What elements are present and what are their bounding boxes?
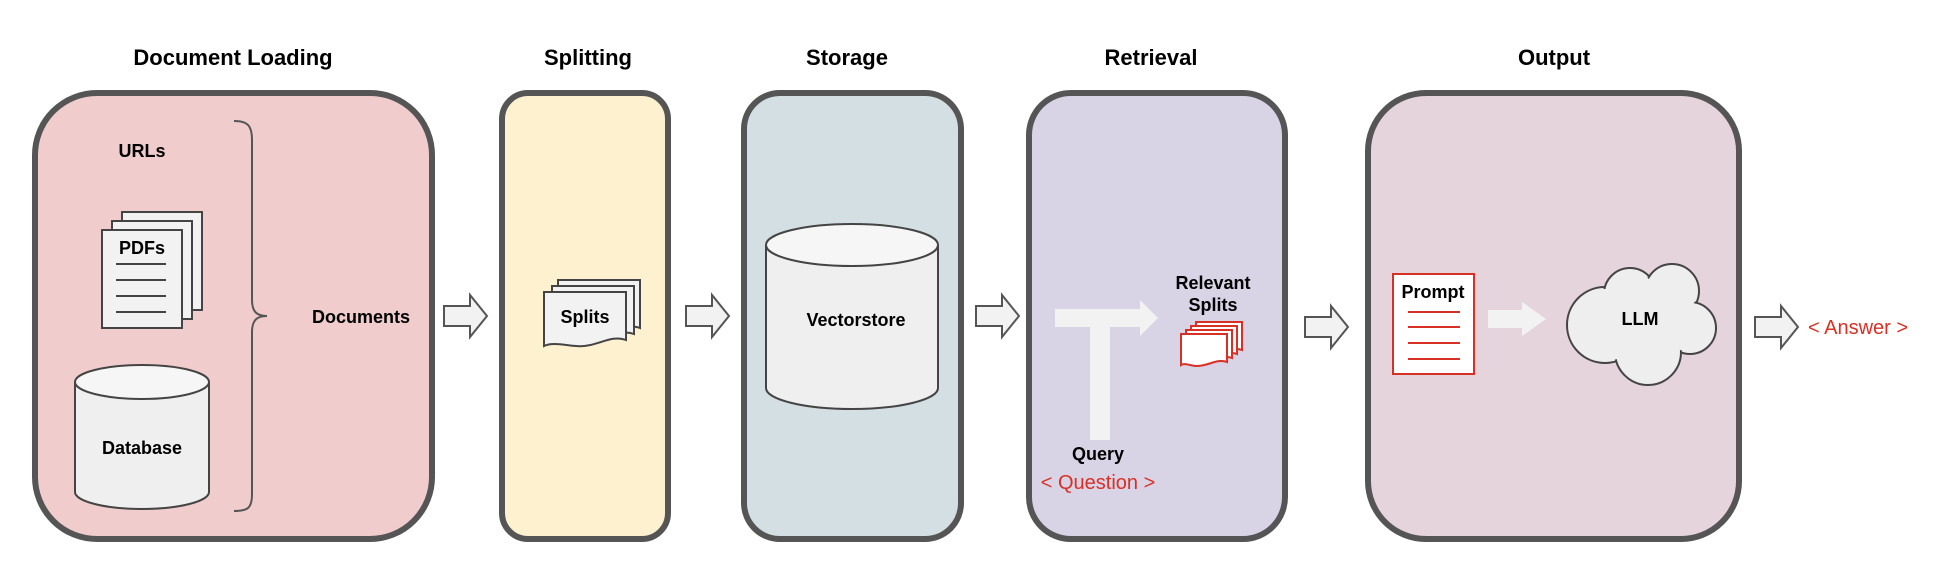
question-placeholder: < Question > bbox=[1041, 472, 1156, 494]
llm-cloud-icon bbox=[1566, 263, 1717, 386]
urls-label: URLs bbox=[118, 141, 165, 161]
relevant-splits-icon bbox=[1180, 321, 1243, 368]
stage-title-document-loading: Document Loading bbox=[133, 45, 332, 70]
relevant-splits-label-line2: Splits bbox=[1188, 295, 1237, 315]
flow-arrow-icon bbox=[443, 292, 489, 340]
flow-arrow-icon bbox=[975, 292, 1021, 340]
prompt-document-icon bbox=[1392, 273, 1475, 375]
prompt-to-llm-arrow bbox=[1488, 302, 1546, 336]
pdfs-label: PDFs bbox=[119, 238, 165, 258]
query-label: Query bbox=[1072, 444, 1124, 464]
vectorstore-label: Vectorstore bbox=[806, 310, 905, 330]
flow-arrow-icon bbox=[1754, 303, 1800, 351]
splits-stack-icon bbox=[543, 279, 641, 348]
answer-placeholder: < Answer > bbox=[1808, 317, 1908, 339]
splits-label: Splits bbox=[560, 307, 609, 327]
stage-title-storage: Storage bbox=[806, 45, 888, 70]
database-icon bbox=[74, 364, 210, 510]
flow-arrow-icon bbox=[685, 292, 731, 340]
panel-output bbox=[1365, 90, 1742, 542]
stage-title-retrieval: Retrieval bbox=[1105, 45, 1198, 70]
query-flow-arrow bbox=[1055, 300, 1158, 440]
prompt-label: Prompt bbox=[1402, 282, 1465, 302]
database-label: Database bbox=[102, 438, 182, 458]
vectorstore-icon bbox=[765, 223, 939, 410]
stage-title-output: Output bbox=[1518, 45, 1591, 70]
llm-label: LLM bbox=[1622, 309, 1659, 329]
pdf-stack-icon bbox=[101, 211, 203, 329]
grouping-brace bbox=[233, 120, 268, 512]
stage-title-splitting: Splitting bbox=[544, 45, 632, 70]
relevant-splits-label-line1: Relevant bbox=[1175, 273, 1250, 293]
flow-arrow-icon bbox=[1304, 303, 1350, 351]
documents-label: Documents bbox=[312, 307, 410, 327]
